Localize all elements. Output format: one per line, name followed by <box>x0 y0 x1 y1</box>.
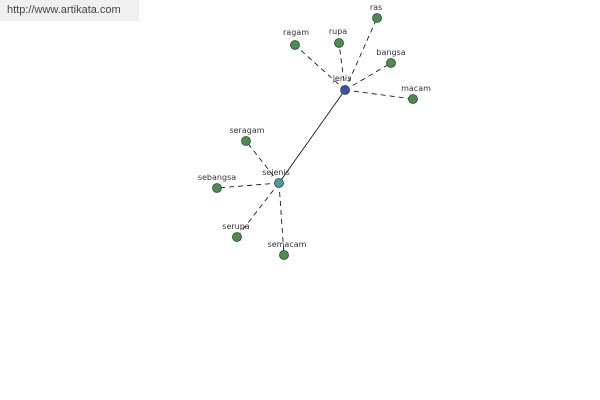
watermark-url: http://www.artikata.com <box>0 0 139 21</box>
edges-layer <box>216 17 414 256</box>
node-seragam[interactable] <box>241 136 251 146</box>
edge-jenis-ragam <box>294 44 346 91</box>
edge-jenis-ras <box>344 17 378 91</box>
edge-sejenis-sebangsa <box>216 182 280 189</box>
node-macam[interactable] <box>408 94 418 104</box>
nodes-layer <box>212 13 418 260</box>
node-jenis[interactable] <box>340 85 350 95</box>
edge-jenis-sejenis <box>278 89 346 184</box>
edge-sejenis-serupa <box>236 182 280 238</box>
node-ragam[interactable] <box>290 40 300 50</box>
node-ras[interactable] <box>372 13 382 23</box>
node-label-ragam: ragam <box>283 28 309 37</box>
edge-jenis-rupa <box>338 42 346 91</box>
node-label-seragam: seragam <box>229 126 264 135</box>
node-label-serupa: serupa <box>222 222 250 231</box>
node-label-ras: ras <box>370 3 382 12</box>
node-label-sebangsa: sebangsa <box>198 173 236 182</box>
node-label-rupa: rupa <box>329 27 347 36</box>
edge-jenis-bangsa <box>344 62 392 91</box>
node-sejenis[interactable] <box>274 178 284 188</box>
node-serupa[interactable] <box>232 232 242 242</box>
node-label-bangsa: bangsa <box>376 48 405 57</box>
node-label-sejenis: sejenis <box>262 168 290 177</box>
node-bangsa[interactable] <box>386 58 396 68</box>
labels-layer: jenis sejenis ras ragam rupa bangsa macam serag… <box>198 3 431 249</box>
node-rupa[interactable] <box>334 38 344 48</box>
node-label-jenis: jenis <box>332 74 352 83</box>
node-label-macam: macam <box>401 84 431 93</box>
edge-jenis-macam <box>344 89 414 100</box>
node-sebangsa[interactable] <box>212 183 222 193</box>
edge-sejenis-semacam <box>278 182 285 256</box>
node-label-semacam: semacam <box>268 240 307 249</box>
node-semacam[interactable] <box>279 250 289 260</box>
